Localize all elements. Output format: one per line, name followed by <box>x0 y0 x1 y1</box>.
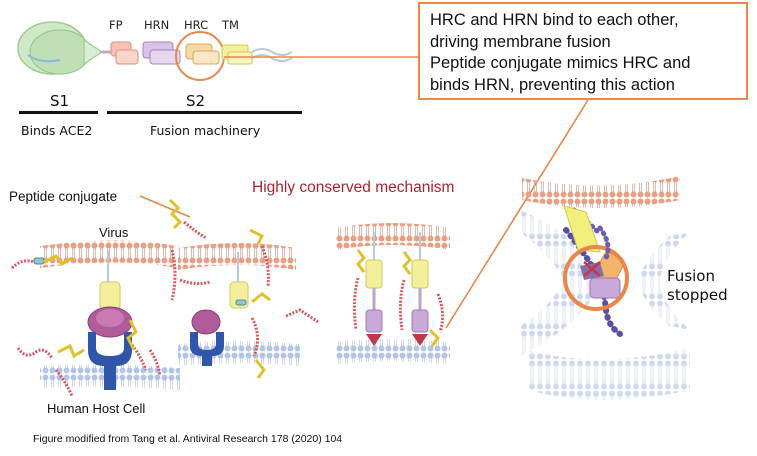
spike-stalk-icon <box>411 259 429 289</box>
callout-line-3: Peptide conjugate mimics HRC and <box>430 54 691 72</box>
callout-line-4: binds HRN, preventing this action <box>430 75 675 94</box>
panel-4-fusion-stopped <box>520 176 690 400</box>
fusion-highlight-circle <box>563 245 629 311</box>
hrn-segment-icon <box>142 41 181 65</box>
s2-bar <box>107 111 302 114</box>
virus-membrane <box>522 176 680 208</box>
s1-head-icon <box>17 21 104 75</box>
virus-label: Virus <box>99 225 129 240</box>
callout-pointer-line <box>445 99 589 329</box>
fusion-label-line2: stopped <box>667 286 728 304</box>
mechanism-title: Highly conserved mechanism <box>252 179 454 196</box>
spike-stalk-icon <box>99 281 121 311</box>
fp-segment-icon <box>110 41 139 65</box>
s2-label: S2 <box>186 92 205 110</box>
fp-label: FP <box>109 18 123 32</box>
tm-segment-icon <box>221 44 253 65</box>
hrn-label: HRN <box>144 18 169 32</box>
hrn-helix-icon <box>589 277 621 299</box>
panel-3-inhibitor-bound <box>336 223 450 364</box>
host-cell-label: Human Host Cell <box>47 401 145 416</box>
fusion-peptide-icon <box>412 334 428 346</box>
hrc-segment-icon <box>185 43 220 65</box>
panel-1-prefusion <box>10 240 180 397</box>
fusion-label-line1: Fusion <box>667 267 715 285</box>
hrn-helix-icon <box>365 309 383 333</box>
hrn-helix-icon <box>411 309 429 333</box>
hrc-label: HRC <box>184 18 208 32</box>
callout-box: HRC and HRN bind to each other, driving … <box>418 2 748 100</box>
fusion-peptide-icon <box>366 334 382 346</box>
host-membrane-curve <box>520 210 600 356</box>
s1-label: S1 <box>50 92 69 110</box>
s2-note: Fusion machinery <box>150 123 261 138</box>
block-x-icon <box>583 261 601 277</box>
spike-schematic: FP HRN HRC TM S1 S2 Binds ACE2 Fusion ma… <box>17 18 418 138</box>
virus-membrane <box>336 223 450 250</box>
peptide-conjugate-label: Peptide conjugate <box>9 189 117 204</box>
callout-line-2: driving membrane fusion <box>430 32 611 51</box>
host-membrane <box>528 348 690 400</box>
spike-stalk-icon <box>365 259 383 289</box>
s1-bar <box>19 111 98 114</box>
s1-note: Binds ACE2 <box>21 123 92 138</box>
tm-helix-icon <box>563 205 601 253</box>
ace2-receptor-icon <box>190 332 224 366</box>
spike-head-icon <box>191 309 221 335</box>
figure-caption: Figure modified from Tang et al. Antivir… <box>33 433 342 445</box>
peptide-pointer-line <box>139 195 191 218</box>
callout-line-1: HRC and HRN bind to each other, <box>430 11 679 29</box>
ace2-receptor-icon <box>88 332 132 390</box>
host-membrane <box>336 339 450 364</box>
tm-label: TM <box>221 18 239 32</box>
panel-2-inhibitor-approach <box>168 198 319 379</box>
cytoplasmic-tail-icon <box>251 48 293 62</box>
